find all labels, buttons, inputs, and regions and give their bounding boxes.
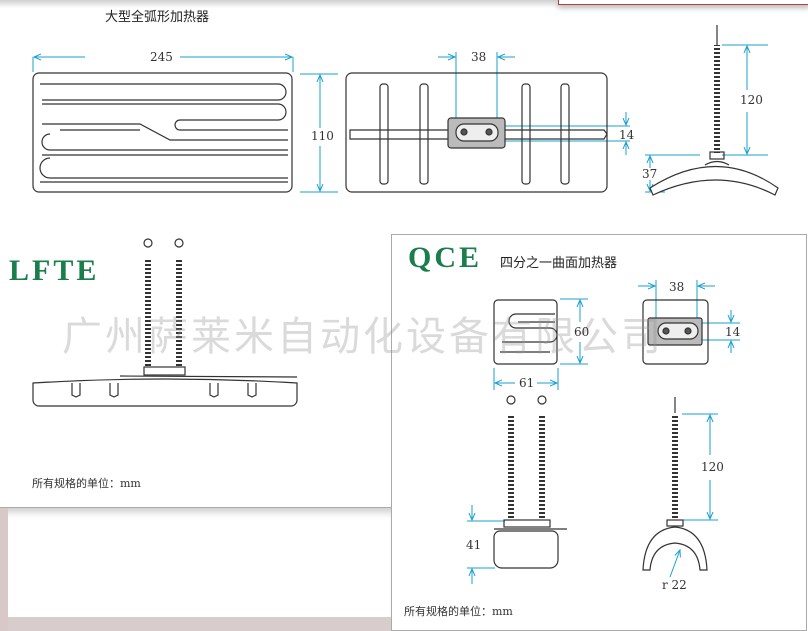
qce-dim-radius: r 22 xyxy=(662,578,687,592)
qce-dim-width: 61 xyxy=(519,376,535,390)
qce-dim-connector-height: 14 xyxy=(725,325,741,339)
dim-connector: 38 xyxy=(471,50,487,64)
top-right-box xyxy=(558,0,808,5)
dim-width: 110 xyxy=(311,129,334,143)
lfte-panel xyxy=(0,230,392,508)
lfte-unit-note: 所有规格的单位：mm xyxy=(32,477,141,490)
lower-left-panel xyxy=(0,508,392,631)
top-shadow xyxy=(0,0,808,8)
qce-brand: QCE xyxy=(408,241,483,274)
dim-height: 37 xyxy=(642,167,658,181)
dim-wire: 120 xyxy=(740,93,763,107)
dim-length: 245 xyxy=(150,50,173,64)
lfte-brand: LFTE xyxy=(9,254,100,287)
dim-connector-height: 14 xyxy=(619,128,635,142)
pink-border-bottom xyxy=(8,617,392,631)
large-heater-title: 大型全弧形加热器 xyxy=(105,9,210,24)
qce-dim-wire: 120 xyxy=(701,460,724,474)
heater-outlines xyxy=(32,25,779,571)
qce-dim-depth: 41 xyxy=(466,538,482,552)
qce-dim-height: 60 xyxy=(574,325,590,339)
pink-border-left xyxy=(0,508,8,631)
qce-dim-connector: 38 xyxy=(669,280,685,294)
qce-unit-note: 所有规格的单位：mm xyxy=(404,605,513,618)
watermark: 广州萨莱米自动化设备有限公司 xyxy=(62,314,664,360)
qce-panel xyxy=(391,234,807,631)
qce-title: 四分之一曲面加热器 xyxy=(500,255,618,270)
